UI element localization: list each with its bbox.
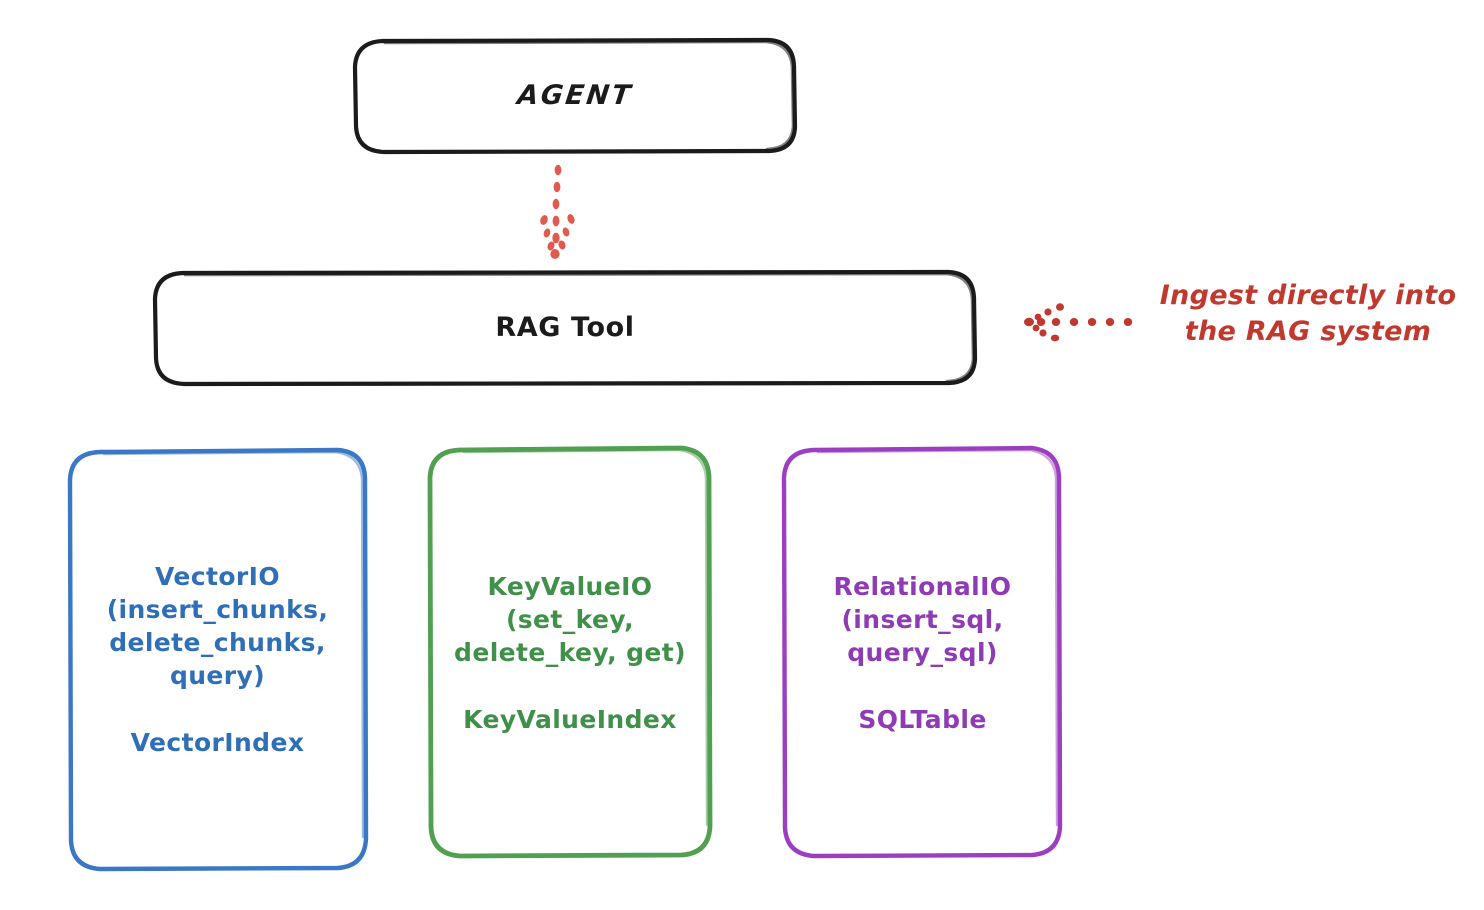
ingest-arrow bbox=[1024, 303, 1133, 342]
key-value-io-box-shape-overdraw bbox=[462, 448, 709, 827]
agent-to-rag-arrow bbox=[540, 164, 575, 259]
ingest-annotation-text: Ingest directly into the RAG system bbox=[1159, 280, 1457, 348]
key-value-io-box-shape bbox=[427, 445, 713, 859]
agent-box-shape-overdraw bbox=[383, 40, 795, 151]
agent-box-shape bbox=[352, 37, 798, 155]
vector-io-box-shape-overdraw bbox=[102, 450, 365, 839]
rag-tool-box-shape bbox=[152, 269, 978, 387]
relational-io-box-shape bbox=[781, 445, 1063, 859]
relational-io-box-shape-overdraw bbox=[816, 448, 1059, 827]
rag-tool-box-shape-overdraw bbox=[183, 272, 975, 383]
vector-io-box-shape bbox=[67, 447, 369, 872]
